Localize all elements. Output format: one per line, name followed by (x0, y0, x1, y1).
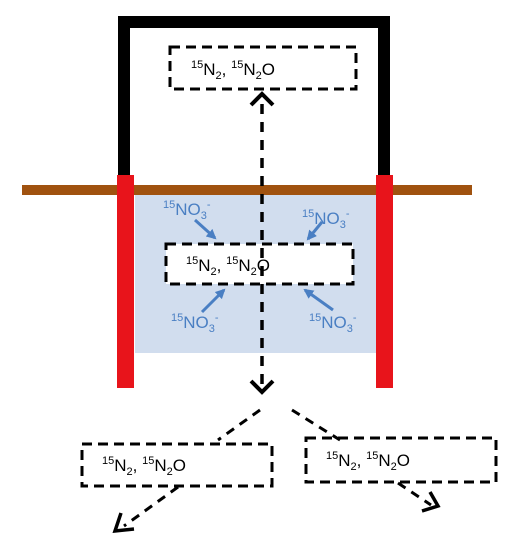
nitrate-label-top-right: 15NO3- (302, 208, 350, 231)
nitrate-arrow-top-right (306, 221, 324, 241)
collar-right (376, 175, 393, 388)
nitrate-label-bottom-left: 15NO3- (171, 312, 219, 335)
split-arrows (123, 408, 432, 528)
gas-box-soil (164, 242, 355, 286)
nitrate-arrows (193, 218, 334, 314)
nitrate-label-bottom-right: 15NO3- (309, 312, 357, 335)
vertical-flux-arrow (249, 91, 275, 395)
gas-label-bottom-left: 15N2, 15N2O (102, 455, 186, 478)
gas-box-top (168, 45, 358, 91)
arrowhead-bottom-right (421, 491, 441, 513)
nitrate-arrow-top-left (193, 218, 217, 240)
nitrate-arrow-bottom-left (200, 288, 226, 314)
split-arrow-heads (112, 491, 441, 534)
chamber-frame (118, 16, 390, 178)
nitrate-arrow-bottom-right (303, 288, 334, 312)
gas-box-bottom-left (80, 442, 274, 488)
gas-box-bottom-right (304, 436, 498, 484)
arrowhead-bottom-left (112, 512, 135, 534)
gas-label-top: 15N2, 15N2O (191, 59, 275, 82)
gas-label-bottom-right: 15N2, 15N2O (326, 450, 410, 473)
gas-label-soil: 15N2, 15N2O (186, 255, 270, 278)
nitrate-label-top-left: 15NO3- (163, 199, 211, 222)
collar-left (117, 175, 134, 388)
